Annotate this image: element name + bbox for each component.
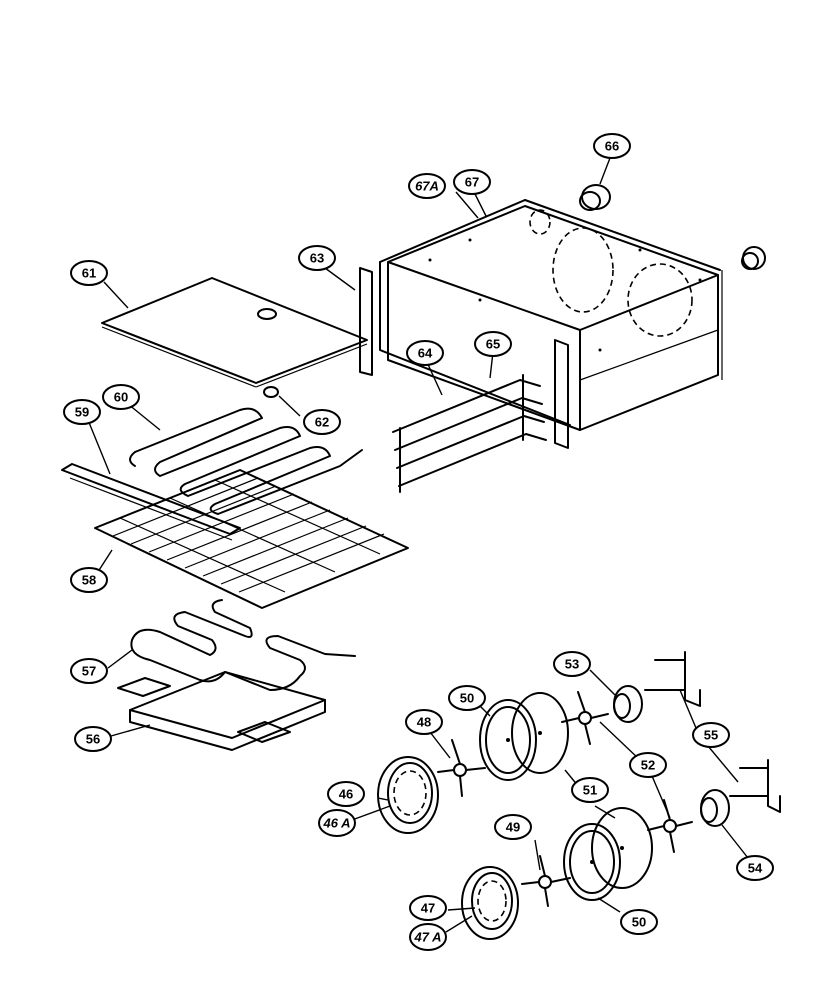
callout-67a: 67A: [408, 173, 446, 199]
svg-text:56: 56: [86, 732, 100, 747]
callout-52: 52: [629, 752, 667, 778]
svg-text:57: 57: [82, 664, 96, 679]
fan-cover-part-50b: [563, 823, 621, 901]
callout-51: 51: [571, 777, 609, 803]
motor-bracket-part-55: [644, 651, 781, 813]
callout-55: 55: [692, 722, 730, 748]
svg-text:52: 52: [641, 758, 655, 773]
callout-50-lower: 50: [620, 909, 658, 935]
svg-text:63: 63: [310, 251, 324, 266]
fan-motor-part-53: [613, 685, 643, 723]
svg-text:50: 50: [460, 691, 474, 706]
svg-text:65: 65: [486, 337, 500, 352]
fan-cover-part-50: [479, 699, 537, 781]
callout-57: 57: [70, 658, 108, 684]
callout-59: 59: [63, 399, 101, 425]
oven-cavity-part-67: [379, 199, 723, 431]
svg-text:66: 66: [605, 139, 619, 154]
top-plate-part-61: [101, 277, 368, 388]
svg-text:46: 46: [339, 787, 353, 802]
svg-text:58: 58: [82, 573, 96, 588]
callout-62: 62: [303, 409, 341, 435]
fan-guard-part-46: [377, 756, 439, 834]
svg-text:47: 47: [421, 901, 435, 916]
callout-56: 56: [74, 726, 112, 752]
callout-60: 60: [102, 384, 140, 410]
svg-text:50: 50: [632, 915, 646, 930]
svg-text:54: 54: [748, 861, 763, 876]
svg-text:61: 61: [82, 266, 96, 281]
svg-text:47 A: 47 A: [414, 930, 442, 945]
callout-46: 46: [327, 781, 365, 807]
callout-61: 61: [70, 260, 108, 286]
lower-heating-element-part-57: [130, 599, 356, 691]
fan-blade-part-52b: [647, 799, 693, 853]
svg-text:62: 62: [315, 415, 329, 430]
callout-47a: 47 A: [409, 923, 447, 951]
svg-text:46 A: 46 A: [323, 816, 351, 831]
callout-46a: 46 A: [318, 809, 356, 837]
callout-49: 49: [494, 814, 532, 840]
fan-blade-part-48: [437, 739, 486, 797]
fan-blade-part-52: [561, 691, 609, 745]
callout-54: 54: [736, 855, 774, 881]
callout-67: 67: [453, 169, 491, 195]
svg-text:53: 53: [565, 657, 579, 672]
svg-text:67: 67: [465, 175, 479, 190]
svg-text:60: 60: [114, 390, 128, 405]
callout-47: 47: [409, 895, 447, 921]
callout-64: 64: [406, 340, 444, 366]
upper-heating-element-part-60: [129, 407, 363, 515]
svg-text:64: 64: [418, 346, 433, 361]
callout-66: 66: [593, 133, 631, 159]
fan-blade-part-49: [521, 855, 571, 907]
knob-part-66: [579, 184, 766, 270]
callout-50-upper: 50: [448, 685, 486, 711]
callout-48: 48: [405, 709, 443, 735]
side-bracket-part-63: [359, 267, 373, 376]
svg-text:59: 59: [75, 405, 89, 420]
fan-guard-part-47: [461, 866, 519, 940]
callout-53: 53: [553, 651, 591, 677]
broil-pan-part-59: [61, 463, 241, 541]
svg-text:51: 51: [583, 783, 597, 798]
svg-text:55: 55: [704, 728, 718, 743]
svg-text:67A: 67A: [415, 179, 439, 194]
callout-65: 65: [474, 331, 512, 357]
leader-lines: [87, 157, 749, 933]
callout-63: 63: [298, 245, 336, 271]
svg-text:49: 49: [506, 820, 520, 835]
callout-58: 58: [70, 567, 108, 593]
svg-text:48: 48: [417, 715, 431, 730]
sensor-part-62: [263, 386, 279, 398]
oven-rack-part-58: [94, 469, 409, 609]
fan-cover-part-51b: [591, 807, 653, 889]
fan-cover-part-51: [511, 692, 569, 774]
drip-tray-part-56: [117, 671, 326, 751]
fan-motor-part-54: [700, 789, 730, 827]
rack-support-part-64-65: [392, 339, 569, 493]
